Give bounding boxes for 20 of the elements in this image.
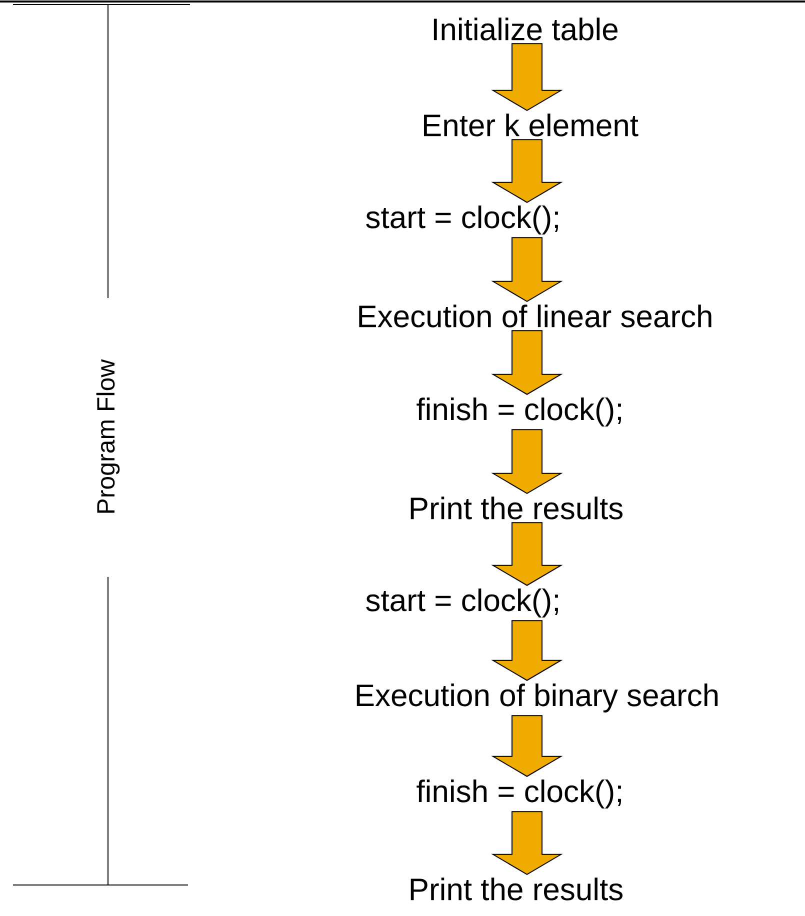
axis-label: Program Flow bbox=[96, 359, 120, 513]
step-text: Print the results bbox=[410, 496, 623, 520]
step-text: Print the results bbox=[410, 878, 623, 900]
block-arrow bbox=[491, 620, 563, 681]
block-arrow bbox=[491, 330, 563, 395]
block-arrow bbox=[491, 715, 563, 777]
step-text: finish = clock(); bbox=[416, 780, 621, 808]
step-text: Execution of binary search bbox=[356, 684, 718, 712]
block-arrow bbox=[491, 43, 563, 111]
block-arrow bbox=[491, 429, 563, 494]
step-text: Execution of linear search bbox=[359, 304, 712, 328]
step-text: start = clock(); bbox=[366, 588, 558, 618]
block-arrow bbox=[491, 811, 563, 875]
block-arrow bbox=[491, 237, 563, 302]
block-arrow bbox=[491, 139, 563, 203]
step-text: start = clock(); bbox=[366, 206, 558, 234]
step-text: Enter k element bbox=[424, 114, 638, 136]
block-arrow bbox=[491, 522, 563, 586]
step-text: finish = clock(); bbox=[416, 398, 621, 426]
step-text: Initialize table bbox=[434, 18, 618, 40]
